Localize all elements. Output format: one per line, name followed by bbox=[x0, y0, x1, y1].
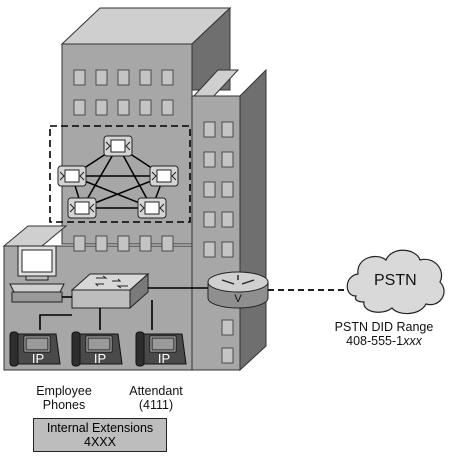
left-wing-top bbox=[2, 225, 68, 247]
ip-phone-icon: IP bbox=[9, 331, 61, 367]
employee-phones-line2: Phones bbox=[42, 398, 86, 412]
pstn-cloud bbox=[346, 249, 445, 315]
ip-phones: IP IP IP bbox=[9, 331, 187, 367]
call-manager-server-icon bbox=[137, 197, 167, 219]
attendant-label: Attendant (4111) bbox=[118, 384, 194, 412]
window bbox=[203, 121, 216, 138]
call-manager-server-icon bbox=[103, 135, 133, 157]
window bbox=[203, 181, 216, 198]
internal-extensions-range: 4XXX bbox=[84, 435, 116, 449]
window bbox=[117, 235, 130, 252]
workstation-icon bbox=[9, 245, 65, 303]
window bbox=[73, 69, 86, 86]
pstn-label: PSTN bbox=[374, 272, 417, 289]
window bbox=[161, 99, 174, 116]
window bbox=[73, 235, 86, 252]
window bbox=[221, 151, 234, 168]
window bbox=[95, 99, 108, 116]
window bbox=[221, 211, 234, 228]
ip-phone-badge: IP bbox=[158, 351, 170, 366]
call-manager-server-icon bbox=[67, 197, 97, 219]
did-range-suffix: xxx bbox=[403, 334, 422, 348]
window bbox=[139, 235, 152, 252]
attendant-line1: Attendant bbox=[129, 384, 183, 398]
building-windows bbox=[73, 69, 234, 364]
window bbox=[203, 211, 216, 228]
window bbox=[117, 99, 130, 116]
employee-phones-line1: Employee bbox=[36, 384, 92, 398]
internal-extensions-box: Internal Extensions 4XXX bbox=[33, 418, 167, 452]
window bbox=[221, 121, 234, 138]
window bbox=[95, 235, 108, 252]
window bbox=[139, 69, 152, 86]
window bbox=[203, 241, 216, 258]
did-range-title: PSTN DID Range bbox=[334, 320, 434, 334]
window bbox=[95, 69, 108, 86]
right-wing-side bbox=[239, 68, 267, 372]
window bbox=[117, 69, 130, 86]
router-v-badge: V bbox=[234, 293, 242, 305]
call-manager-cluster bbox=[57, 135, 179, 219]
window bbox=[221, 347, 234, 364]
ip-phone-badge: IP bbox=[94, 351, 106, 366]
lan-links bbox=[39, 287, 214, 330]
attendant-extension: (4111) bbox=[138, 398, 174, 412]
voice-gateway-router-icon: V bbox=[207, 271, 269, 309]
window bbox=[221, 181, 234, 198]
ip-phone-badge: IP bbox=[32, 351, 44, 366]
cluster-boundary bbox=[49, 125, 191, 223]
ip-phone-icon: IP bbox=[135, 331, 187, 367]
window bbox=[73, 99, 86, 116]
ip-phone-icon: IP bbox=[71, 331, 123, 367]
window bbox=[221, 319, 234, 336]
employee-phones-label: Employee Phones bbox=[24, 384, 104, 412]
window bbox=[161, 69, 174, 86]
did-range-label: PSTN DID Range 408-555-1xxx bbox=[318, 320, 450, 348]
window bbox=[139, 99, 152, 116]
internal-extensions-title: Internal Extensions bbox=[46, 421, 154, 435]
call-manager-server-icon bbox=[57, 165, 87, 187]
did-range-prefix: 408-555-1 bbox=[346, 334, 404, 348]
window bbox=[203, 151, 216, 168]
window bbox=[161, 235, 174, 252]
switch-icon bbox=[70, 272, 150, 310]
window bbox=[221, 241, 234, 258]
call-manager-server-icon bbox=[149, 165, 179, 187]
